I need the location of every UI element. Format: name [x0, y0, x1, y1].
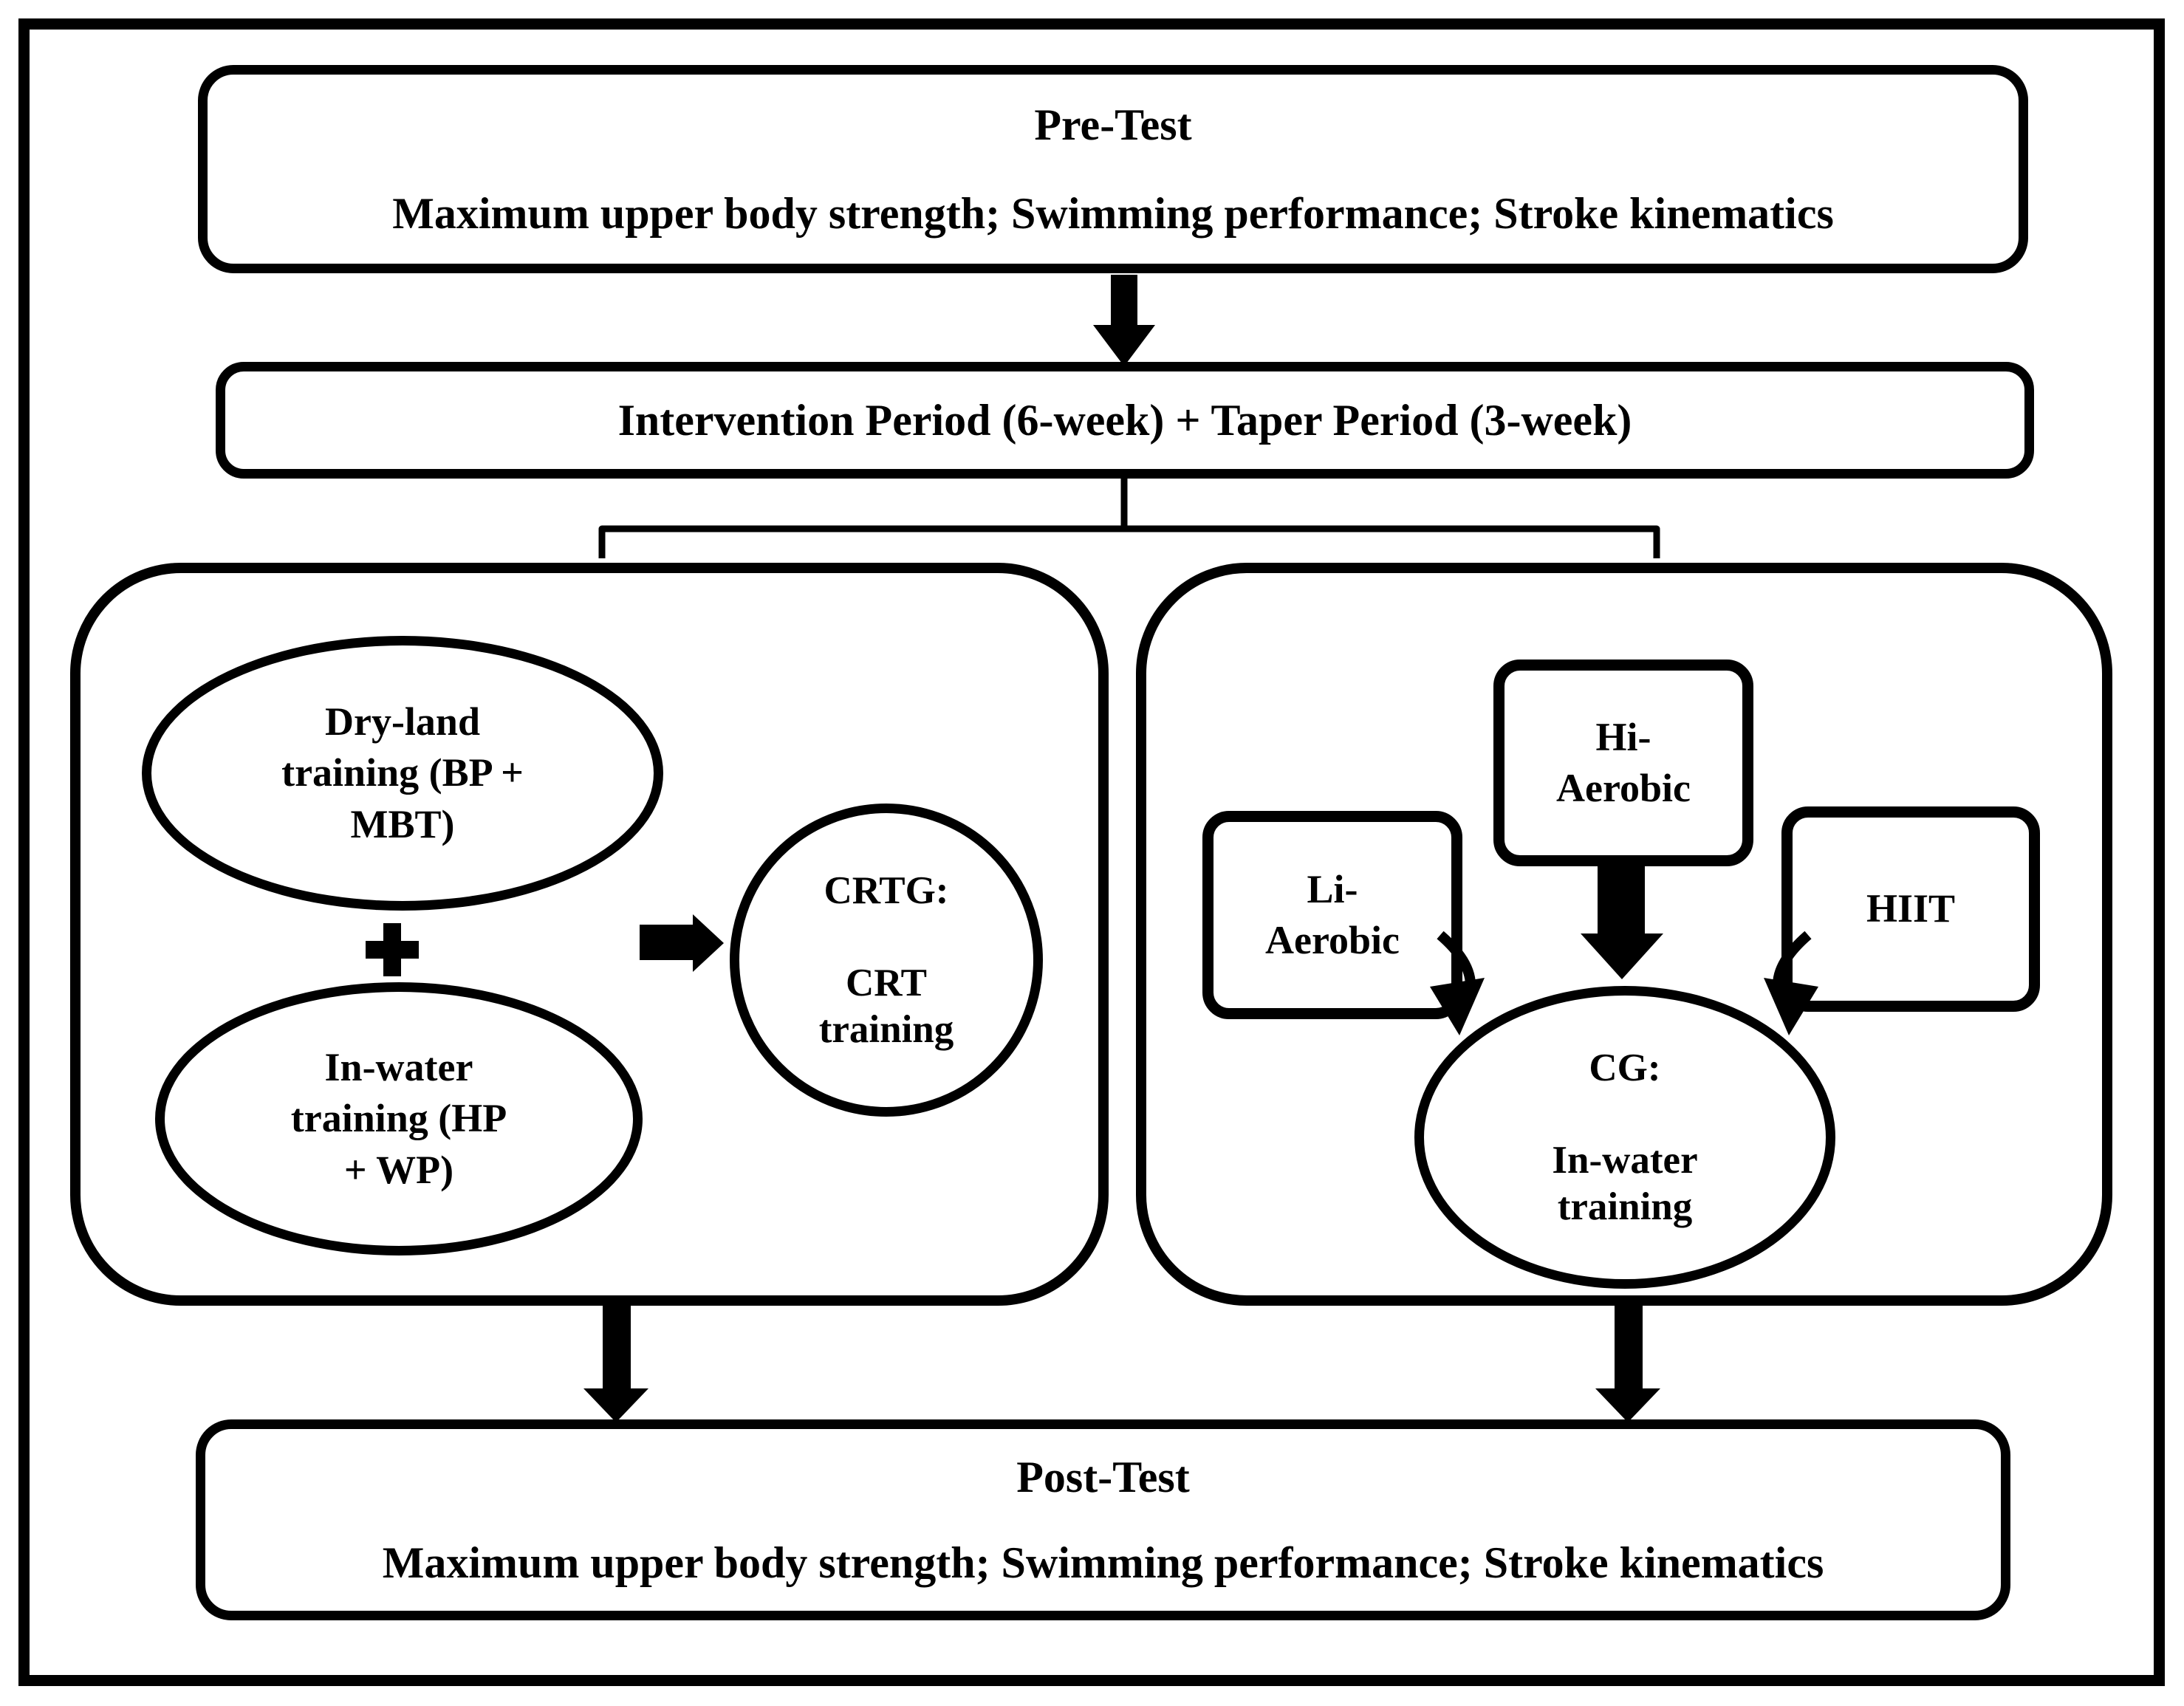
- crtg-group-box: Dry-land training (BP + MBT) In-water tr…: [70, 563, 1109, 1306]
- cg-result-label: CG: In-water training: [1552, 1046, 1698, 1228]
- post-test-measures: Maximum upper body strength; Swimming pe…: [382, 1538, 1824, 1587]
- post-test-title: Post-Test: [1016, 1453, 1190, 1501]
- intervention-period-label: Intervention Period (6-week) + Taper Per…: [617, 396, 1632, 445]
- hi-aerobic-box: Hi- Aerobic: [1493, 660, 1753, 866]
- pre-test-box: Pre-Test Maximum upper body strength; Sw…: [198, 65, 2028, 273]
- dry-land-training-label: Dry-land training (BP + MBT): [281, 699, 524, 846]
- pre-test-measures: Maximum upper body strength; Swimming pe…: [392, 189, 1834, 238]
- cg-result-ellipse: CG: In-water training: [1414, 986, 1835, 1289]
- in-water-training-ellipse: In-water training (HP + WP): [155, 982, 643, 1255]
- hiit-box: HIIT: [1781, 806, 2040, 1012]
- li-aerobic-label: Li- Aerobic: [1265, 866, 1400, 962]
- pre-test-title: Pre-Test: [1034, 100, 1192, 149]
- crtg-result-label: CRTG: CRT training: [818, 869, 954, 1051]
- post-test-box: Post-Test Maximum upper body strength; S…: [196, 1419, 2010, 1620]
- dry-land-training-ellipse: Dry-land training (BP + MBT): [142, 636, 663, 911]
- hiit-label: HIIT: [1866, 886, 1956, 931]
- in-water-training-label: In-water training (HP + WP): [290, 1045, 507, 1192]
- intervention-period-box: Intervention Period (6-week) + Taper Per…: [216, 362, 2034, 479]
- cg-group-box: Hi- Aerobic Li- Aerobic HIIT CG: In-wate…: [1136, 563, 2112, 1306]
- li-aerobic-box: Li- Aerobic: [1202, 811, 1462, 1019]
- hi-aerobic-label: Hi- Aerobic: [1556, 714, 1691, 810]
- crtg-result-circle: CRTG: CRT training: [730, 804, 1043, 1117]
